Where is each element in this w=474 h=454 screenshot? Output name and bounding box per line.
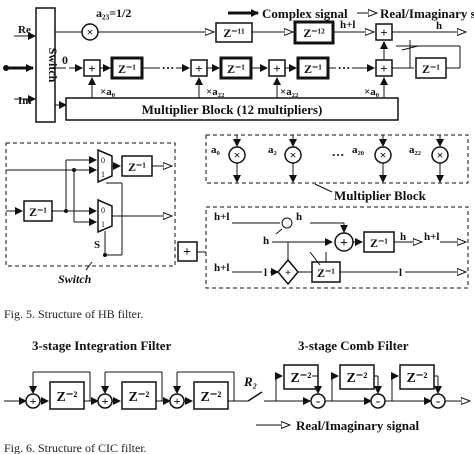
delay-z11-label: Z⁻¹¹ bbox=[223, 26, 245, 40]
svg-text:0: 0 bbox=[101, 156, 105, 165]
adder-mux bbox=[277, 258, 299, 286]
svg-text:h: h bbox=[296, 211, 302, 223]
r2-label: R₂ bbox=[243, 374, 257, 389]
svg-text:×: × bbox=[437, 148, 444, 162]
cic-filter: 3-stage Integration Filter 3-stage Comb … bbox=[4, 338, 470, 433]
decimation-switch bbox=[247, 391, 263, 402]
svg-text:h+l: h+l bbox=[424, 231, 439, 243]
svg-text:h+l: h+l bbox=[214, 262, 229, 274]
legend-complex-label: Complex signal bbox=[262, 6, 348, 21]
multiplier-detail-label: Multiplier Block bbox=[334, 188, 427, 203]
svg-text:Z⁻²: Z⁻² bbox=[129, 390, 150, 405]
svg-text:-: - bbox=[316, 393, 320, 408]
integrator-delay-1 bbox=[49, 381, 85, 410]
svg-text:+: + bbox=[380, 61, 387, 76]
coef-a0-2: ×a₀ bbox=[364, 86, 380, 98]
svg-text:h: h bbox=[263, 235, 269, 247]
mux-top bbox=[97, 148, 113, 184]
svg-text:+: + bbox=[285, 267, 291, 279]
multiplier-block-label: Multiplier Block (12 multipliers) bbox=[142, 102, 323, 117]
svg-text:+: + bbox=[183, 245, 191, 260]
svg-text:1: 1 bbox=[101, 170, 105, 179]
adder-detail: + h+l h h + Z⁻¹ h h+l h+l l + Z⁻¹ l bbox=[177, 206, 469, 289]
svg-text:×: × bbox=[87, 25, 94, 39]
svg-text:a₂: a₂ bbox=[268, 144, 278, 156]
coef-a22-2: ×a₂₂ bbox=[280, 86, 299, 98]
h-out-label: h bbox=[436, 20, 442, 32]
svg-text:Z⁻¹: Z⁻¹ bbox=[370, 236, 388, 250]
mux-bottom bbox=[97, 198, 113, 234]
svg-text:+: + bbox=[102, 394, 109, 408]
cic-legend-label: Real/Imaginary signal bbox=[296, 418, 420, 433]
legend-complex: Complex signal bbox=[228, 6, 348, 21]
switch-detail-label: Switch bbox=[58, 272, 92, 286]
svg-text:Z⁻¹: Z⁻¹ bbox=[227, 62, 245, 76]
svg-text:a₂₀: a₂₀ bbox=[352, 144, 365, 156]
svg-text:h+l: h+l bbox=[214, 211, 229, 223]
svg-text:×: × bbox=[380, 148, 387, 162]
svg-text:Z⁻²: Z⁻² bbox=[347, 371, 368, 386]
comb-delay-2 bbox=[339, 364, 375, 390]
h-plus-l-label: h+l bbox=[340, 19, 355, 31]
svg-text:Z⁻¹: Z⁻¹ bbox=[29, 205, 47, 219]
svg-text:+: + bbox=[195, 61, 202, 76]
integration-title: 3-stage Integration Filter bbox=[32, 338, 172, 353]
switch-box bbox=[35, 7, 56, 123]
legend-real-label: Real/Imaginary signal bbox=[380, 6, 474, 21]
svg-text:Z⁻¹: Z⁻¹ bbox=[304, 62, 322, 76]
switch-detail: Z⁻¹ 0 1 0 1 Z⁻¹ S Switch bbox=[5, 142, 176, 286]
svg-text:-: - bbox=[436, 393, 440, 408]
svg-text:1: 1 bbox=[101, 220, 105, 229]
svg-text:+: + bbox=[380, 25, 387, 40]
svg-text:a₀: a₀ bbox=[211, 144, 221, 156]
svg-text:l: l bbox=[399, 267, 402, 279]
comb-title: 3-stage Comb Filter bbox=[298, 338, 409, 353]
select-s: S bbox=[94, 239, 100, 251]
svg-text:×: × bbox=[290, 148, 297, 162]
zero-label: 0 bbox=[62, 53, 68, 67]
svg-text:Z⁻²: Z⁻² bbox=[291, 371, 312, 386]
comb-delay-1 bbox=[283, 364, 319, 390]
coef-a22-1: ×a₂₂ bbox=[206, 86, 225, 98]
svg-text:Z⁻¹: Z⁻¹ bbox=[317, 266, 335, 280]
coef-a0: ×a₀ bbox=[100, 86, 116, 98]
delay-z12-label: Z⁻¹² bbox=[303, 26, 325, 40]
svg-text:+: + bbox=[30, 394, 37, 408]
chain-dots-2: ··· bbox=[337, 60, 350, 75]
integrator-delay-2 bbox=[121, 381, 157, 410]
re-label: Re bbox=[18, 24, 31, 36]
im-label: Im bbox=[18, 95, 31, 107]
svg-text:+: + bbox=[88, 61, 95, 76]
coef-half-label: a₂₃=1/2 bbox=[96, 6, 131, 20]
svg-text:+: + bbox=[174, 394, 181, 408]
fig5-caption: Fig. 5. Structure of HB filter. bbox=[4, 307, 143, 321]
svg-text:Z⁻²: Z⁻² bbox=[201, 390, 222, 405]
multiplier-block bbox=[65, 97, 399, 121]
hb-filter-top: Complex signal Real/Imaginary signal Swi… bbox=[3, 6, 474, 123]
svg-text:Z⁻²: Z⁻² bbox=[57, 390, 78, 405]
svg-text:×: × bbox=[234, 148, 241, 162]
svg-text:h: h bbox=[400, 231, 406, 243]
svg-text:Z⁻¹: Z⁻¹ bbox=[118, 62, 136, 76]
chain-dots-1: ··· bbox=[161, 60, 174, 75]
svg-text:l: l bbox=[264, 267, 267, 279]
comb-delay-3 bbox=[399, 364, 435, 390]
svg-text:0: 0 bbox=[101, 206, 105, 215]
svg-text:Z⁻²: Z⁻² bbox=[407, 371, 428, 386]
svg-text:a₂₂: a₂₂ bbox=[409, 144, 422, 156]
multiplier-detail: a₀ × a₂ × ··· a₂₀ × a₂₂ × Multiplier Blo… bbox=[205, 134, 469, 203]
legend-real: Real/Imaginary signal bbox=[357, 6, 474, 21]
switch-label: Switch bbox=[46, 48, 60, 83]
fig6-caption: Fig. 6. Structure of CIC filter. bbox=[4, 441, 147, 454]
svg-text:···: ··· bbox=[331, 147, 344, 162]
svg-text:Z⁻¹: Z⁻¹ bbox=[128, 160, 146, 174]
svg-text:+: + bbox=[273, 61, 280, 76]
svg-text:-: - bbox=[376, 393, 380, 408]
svg-text:Z⁻¹: Z⁻¹ bbox=[422, 62, 440, 76]
svg-text:+: + bbox=[340, 236, 348, 251]
integrator-delay-3 bbox=[193, 381, 229, 410]
